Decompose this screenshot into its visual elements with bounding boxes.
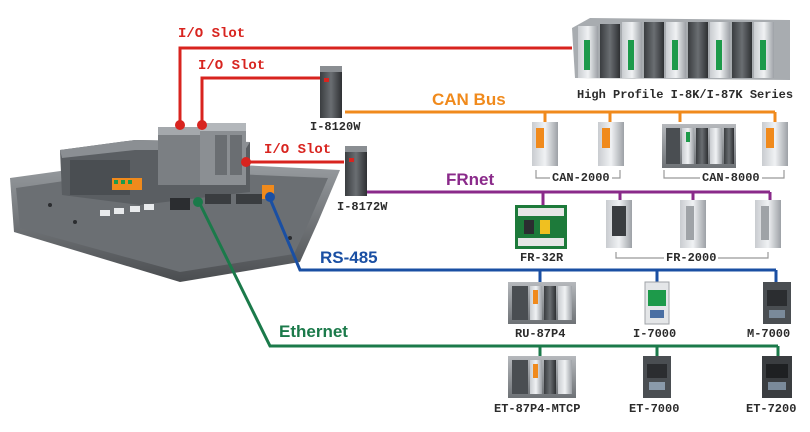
can8000-devices xyxy=(662,122,788,168)
et87p4-device xyxy=(508,356,576,398)
ethernet-label: Ethernet xyxy=(279,322,348,341)
i8120w-label: I-8120W xyxy=(310,120,361,134)
panel-pc xyxy=(10,123,340,282)
i8120w-module xyxy=(320,66,342,118)
io-slot-label-1: I/O Slot xyxy=(178,26,246,42)
io-slot-label-2: I/O Slot xyxy=(198,58,266,74)
i8172w-label: I-8172W xyxy=(337,200,388,214)
m7000-label: M-7000 xyxy=(747,327,791,341)
io-slot-line-1 xyxy=(178,46,572,122)
fr32r-device xyxy=(515,205,567,249)
can-bus-label: CAN Bus xyxy=(432,90,506,109)
io-slot-label-3: I/O Slot xyxy=(264,142,332,158)
can2000-devices xyxy=(532,122,624,166)
m7000-device xyxy=(763,282,791,324)
i7000-device xyxy=(644,281,670,325)
can8000-label: CAN-8000 xyxy=(700,171,762,185)
ethernet-line xyxy=(196,199,778,348)
fr2000-label: FR-2000 xyxy=(664,251,719,265)
et7000-device xyxy=(643,356,671,398)
frnet-label: FRnet xyxy=(446,170,495,189)
can2000-label: CAN-2000 xyxy=(550,171,612,185)
i8172w-module xyxy=(345,146,367,196)
ru87p4-label: RU-87P4 xyxy=(515,327,566,341)
connection-lines xyxy=(178,46,780,356)
ru87p4-device xyxy=(508,282,576,324)
io-slot-line-2 xyxy=(200,76,320,122)
high-profile-rack xyxy=(572,18,790,80)
et87p4-label: ET-87P4-MTCP xyxy=(494,402,581,416)
fr32r-label: FR-32R xyxy=(520,251,564,265)
connection-dots xyxy=(175,120,275,207)
et7000-label: ET-7000 xyxy=(629,402,680,416)
rs485-label: RS-485 xyxy=(320,248,378,267)
fr2000-devices xyxy=(606,200,781,248)
et7200-label: ET-7200 xyxy=(746,402,797,416)
i7000-label: I-7000 xyxy=(633,327,677,341)
high-profile-label: High Profile I-8K/I-87K Series xyxy=(577,88,794,102)
rs485-line xyxy=(266,193,776,272)
et7200-device xyxy=(762,356,792,398)
